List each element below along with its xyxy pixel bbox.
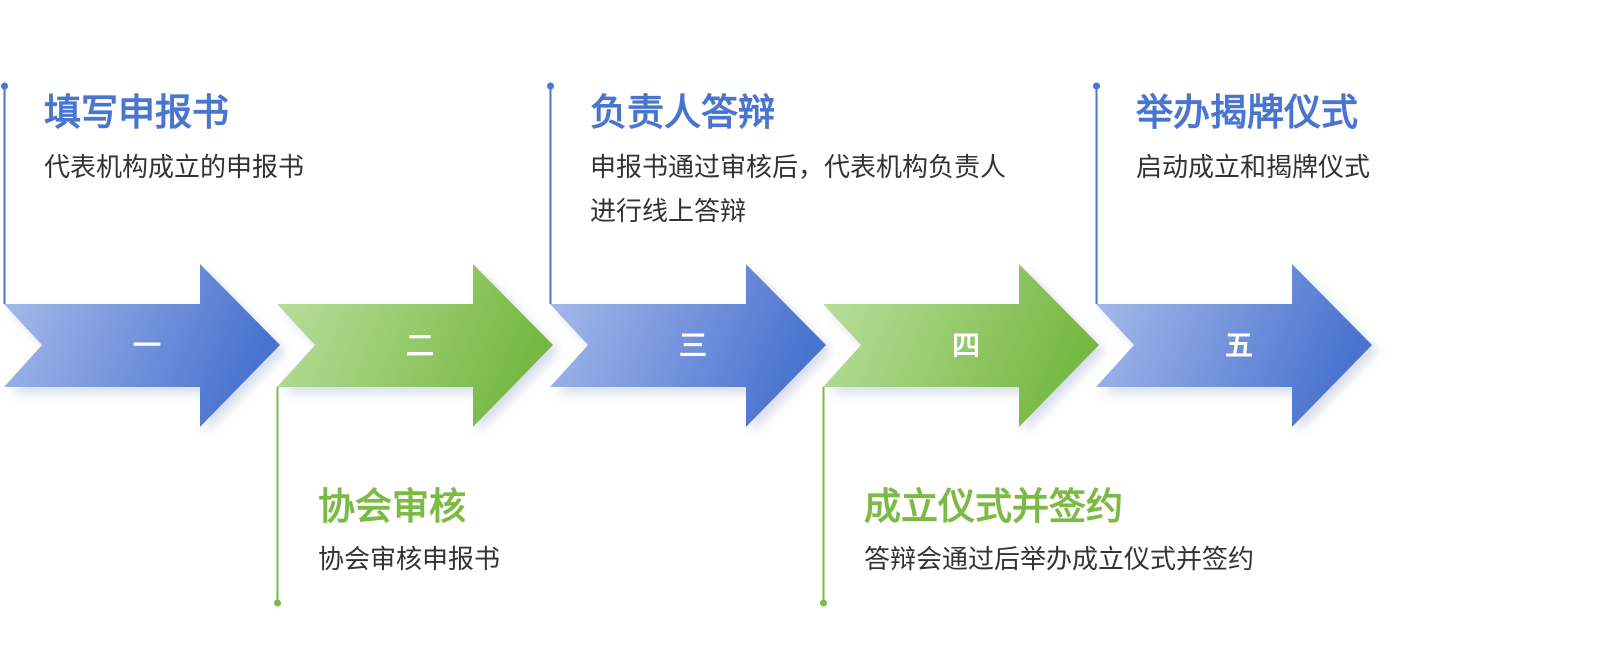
step-2-description: 协会审核申报书 — [318, 545, 501, 575]
step-5-number: 五 — [1225, 329, 1253, 362]
step-2-connector-dot — [274, 599, 281, 607]
step-3-arrow — [550, 264, 826, 427]
step-2-arrow — [277, 264, 553, 427]
step-1-title: 填写申报书 — [44, 91, 229, 134]
step-5-title: 举办揭牌仪式 — [1136, 91, 1358, 134]
step-2-number: 二 — [406, 329, 434, 362]
step-1-arrow — [4, 264, 280, 427]
step-1-connector-dot — [1, 82, 8, 90]
step-4-title: 成立仪式并签约 — [864, 485, 1123, 528]
step-5-arrow — [1096, 264, 1372, 427]
step-3-description: 申报书通过审核后，代表机构负责人进行线上答辩 — [590, 153, 1007, 227]
step-4-number: 四 — [952, 329, 980, 362]
step-4-description: 答辩会通过后举办成立仪式并签约 — [864, 545, 1255, 575]
step-1-description: 代表机构成立的申报书 — [44, 153, 305, 183]
process-arrows: 一二三四五 — [4, 264, 1372, 427]
step-3-title: 负责人答辩 — [590, 91, 775, 134]
step-3-connector-dot — [547, 82, 554, 90]
step-1-number: 一 — [133, 329, 161, 362]
step-3-number: 三 — [679, 329, 707, 362]
step-4-connector-dot — [820, 599, 827, 607]
step-5-connector-dot — [1093, 82, 1100, 90]
step-4-arrow — [823, 264, 1099, 427]
step-2-title: 协会审核 — [318, 485, 466, 528]
connector-lines — [1, 82, 1100, 607]
step-5-description: 启动成立和揭牌仪式 — [1136, 153, 1371, 183]
